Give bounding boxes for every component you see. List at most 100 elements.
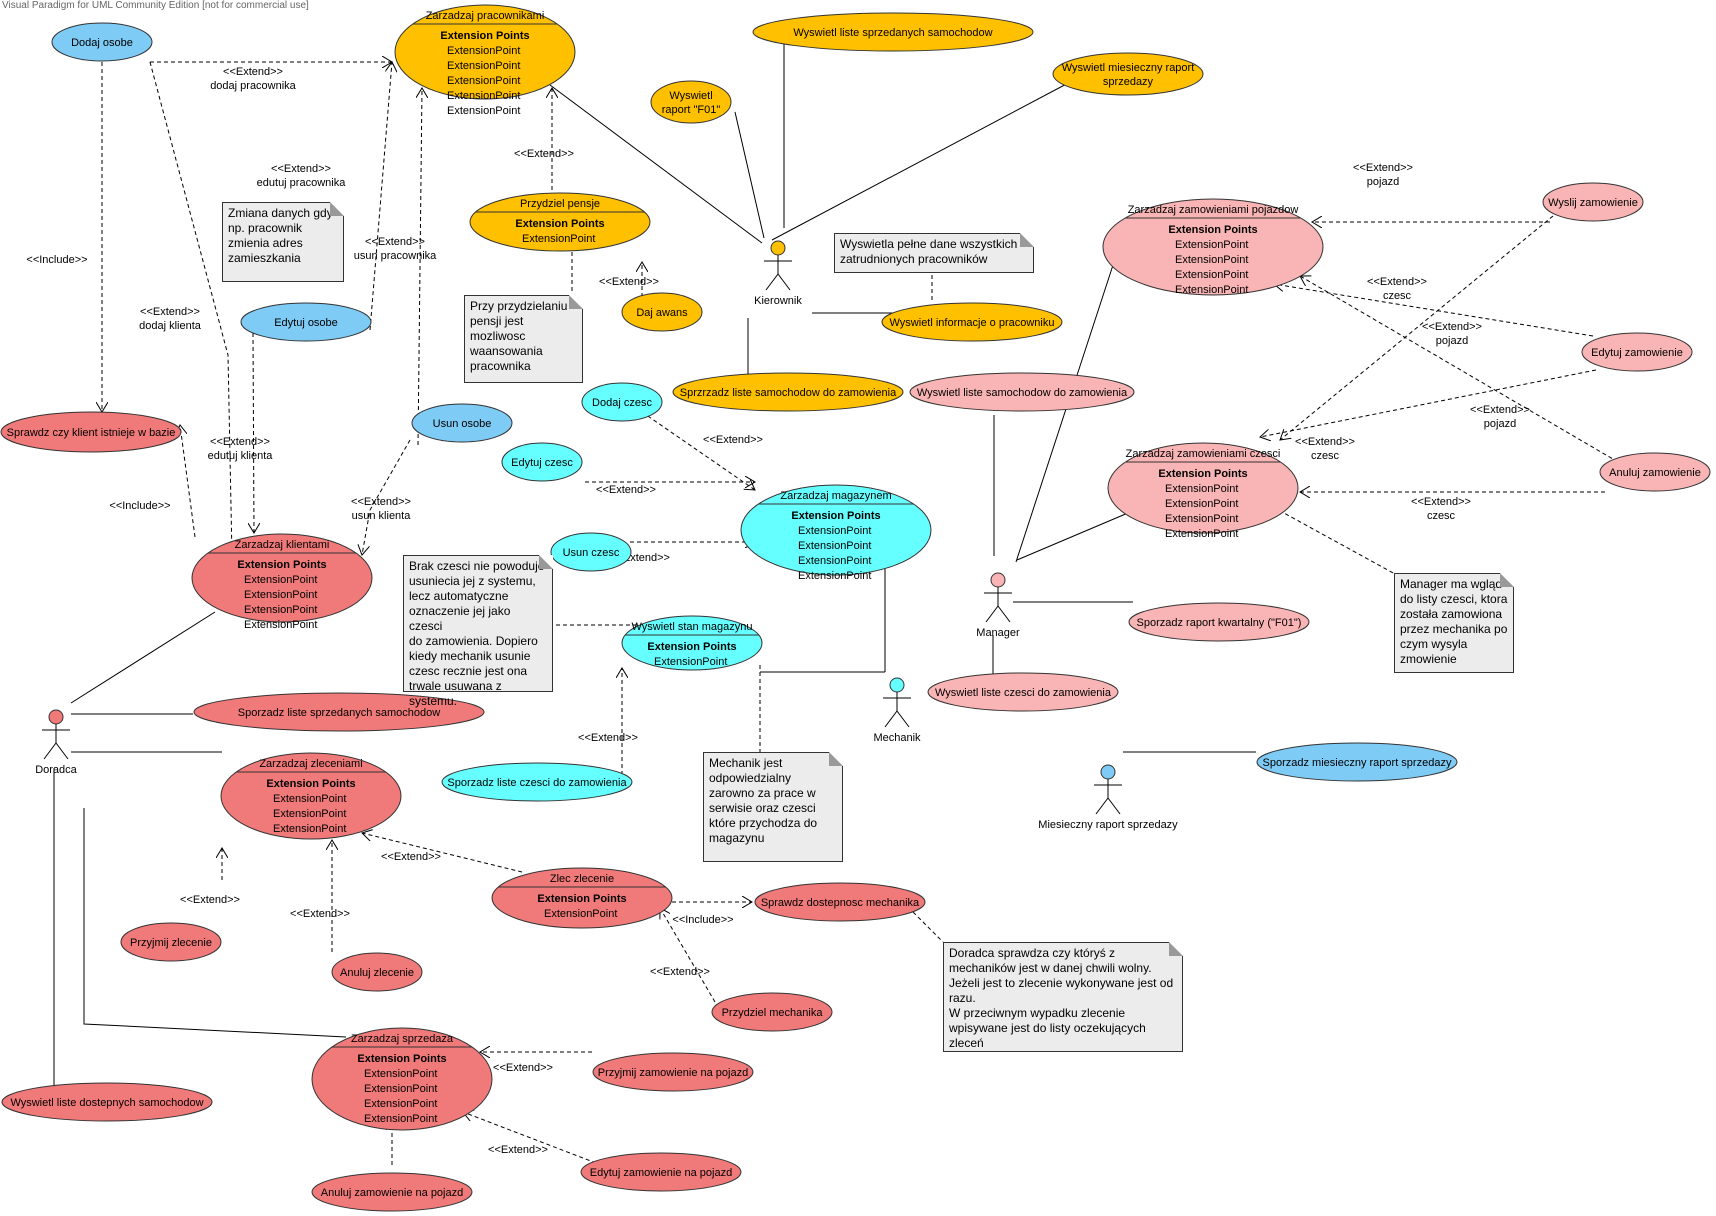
relationship-label: <<Include>> [26, 254, 87, 266]
actor-head [889, 677, 905, 693]
use-case-ellipse [0, 411, 182, 453]
use-case-label: Sporzadz liste sprzedanych samochodow [238, 707, 440, 719]
use-case-ellipse [592, 1052, 754, 1092]
extension-point: ExtensionPoint [654, 656, 727, 668]
note-n2: Przy przydzielaniu pensji jest mozliwosc… [464, 295, 583, 383]
use-case-title: Zarzadzaj magazynem [780, 490, 891, 502]
use-case-ellipse [1128, 602, 1310, 642]
use-case-sprawdz-mech[interactable]: Sprawdz dostepnosc mechanika [754, 882, 926, 922]
relationship-label: <<Extend>>pojazd [1422, 321, 1482, 347]
use-case-sporz-liste-sprz[interactable]: Sporzadz liste sprzedanych samochodow [193, 692, 485, 732]
use-case-label: Wyswietl liste sprzedanych samochodow [793, 27, 992, 39]
use-case-zarz-zam-poj[interactable]: Zarzadzaj zamowieniami pojazdowExtension… [1102, 198, 1324, 296]
use-case-label: Przyjmij zamowienie na pojazd [598, 1067, 748, 1079]
use-case-daj-awans[interactable]: Daj awans [621, 292, 703, 332]
extension-point: ExtensionPoint [1165, 483, 1238, 495]
actor-raport[interactable]: Miesieczny raport sprzedazy [1038, 764, 1178, 831]
actor-mechanik[interactable]: Mechanik [873, 677, 921, 744]
actor-kierownik[interactable]: Kierownik [754, 240, 802, 307]
extension-point: ExtensionPoint [273, 823, 346, 835]
use-case-ellipse [672, 372, 904, 412]
use-case-wyslij[interactable]: Wyslij zamowienie [1542, 182, 1644, 222]
use-case-sprawdz-klient[interactable]: Sprawdz czy klient istnieje w bazie [0, 411, 182, 453]
extension-point: ExtensionPoint [244, 574, 317, 586]
use-case-anuluj-zam-poj[interactable]: Anuluj zamowienie na pojazd [311, 1172, 473, 1212]
use-case-label: Sporzadz liste czesci do zamowienia [447, 777, 627, 789]
use-case-info-prac[interactable]: Wyswietl informacje o pracowniku [881, 302, 1063, 342]
extension-point: ExtensionPoint [1175, 269, 1248, 281]
extension-point: ExtensionPoint [364, 1068, 437, 1080]
use-case-mies-raport-sprz[interactable]: Sporzadz miesieczny raport sprzedazy [1256, 742, 1458, 782]
use-case-przyjmij-zlec[interactable]: Przyjmij zlecenie [120, 922, 222, 962]
relationship-label: <<Extend>> [381, 851, 441, 863]
extension-point: ExtensionPoint [244, 619, 317, 631]
use-case-ellipse [1107, 442, 1299, 534]
extension-point: ExtensionPoint [798, 540, 871, 552]
use-case-usun-osobe[interactable]: Usun osobe [411, 403, 513, 443]
use-case-dodaj-osobe[interactable]: Dodaj osobe [51, 22, 153, 62]
use-case-anuluj-zlec[interactable]: Anuluj zlecenie [331, 952, 423, 992]
use-case-liste-sam-zam[interactable]: Wyswietl liste samochodow do zamowienia [909, 372, 1135, 412]
use-case-title: Wyswietl stan magazynu [632, 621, 753, 633]
use-case-ellipse [311, 1027, 493, 1131]
relationship-arrow [418, 88, 422, 446]
use-case-label: Anuluj zamowienie [1609, 467, 1701, 479]
relationship-label: <<Extend>>dodaj pracownika [210, 66, 296, 92]
relationship-arrow [463, 1112, 597, 1164]
extension-point: ExtensionPoint [447, 105, 520, 117]
relationship-label: <<Extend>>pojazd [1353, 162, 1413, 188]
use-case-ellipse [1256, 742, 1458, 782]
use-case-ellipse [909, 372, 1135, 412]
use-case-edytuj-zam[interactable]: Edytuj zamowienie [1581, 332, 1693, 372]
use-case-anuluj-zam[interactable]: Anuluj zamowienie [1599, 452, 1711, 492]
use-case-edytuj-osobe[interactable]: Edytuj osobe [240, 302, 372, 342]
actor-head [770, 240, 786, 256]
use-case-ellipse [120, 922, 222, 962]
actor-name: Miesieczny raport sprzedazy [1038, 819, 1178, 831]
use-case-title: Przydziel pensje [520, 198, 600, 210]
relationship-label: <<Extend>> [180, 894, 240, 906]
use-case-liste-sprz[interactable]: Wyswietl liste sprzedanych samochodow [752, 12, 1034, 52]
association-line [70, 611, 216, 704]
use-case-usun-czesc[interactable]: Usun czesc [550, 532, 632, 572]
relationship-arrow [180, 425, 196, 538]
actor-doradca[interactable]: Doradca [35, 709, 78, 776]
use-case-sporz-liste-sam[interactable]: Sprzrzadz liste samochodow do zamowienia [672, 372, 904, 412]
use-case-edytuj-czesc[interactable]: Edytuj czesc [501, 442, 583, 482]
use-case-raport-kw[interactable]: Sporzadz raport kwartalny ("F01") [1128, 602, 1310, 642]
relationship-label: <<Extend>>edutuj pracownika [257, 163, 347, 189]
use-case-liste-czesci[interactable]: Wyswietl liste czesci do zamowienia [927, 672, 1119, 712]
relationship-label: <<Extend>>czesc [1367, 276, 1427, 302]
use-case-przydziel-mech[interactable]: Przydziel mechanika [711, 992, 833, 1032]
use-case-ellipse [1052, 52, 1204, 96]
association-line [549, 84, 763, 244]
use-case-ellipse [1542, 182, 1644, 222]
use-case-dostepne-sam[interactable]: Wyswietl liste dostepnych samochodow [1, 1082, 213, 1122]
use-case-title: Zarzadzaj zamowieniami pojazdow [1128, 204, 1299, 216]
use-case-edytuj-zam-poj[interactable]: Edytuj zamowienie na pojazd [580, 1152, 742, 1192]
actor-manager[interactable]: Manager [976, 572, 1020, 639]
use-case-label: Edytuj zamowienie [1591, 347, 1683, 359]
use-case-ellipse [441, 762, 633, 802]
use-case-dodaj-czesc[interactable]: Dodaj czesc [581, 382, 663, 422]
use-case-sporz-liste-czesci[interactable]: Sporzadz liste czesci do zamowienia [441, 762, 633, 802]
use-case-label: Wyswietl liste czesci do zamowienia [935, 687, 1112, 699]
use-case-przyjmij-zam[interactable]: Przyjmij zamowienie na pojazd [592, 1052, 754, 1092]
actor-body [1094, 779, 1122, 815]
extension-point: ExtensionPoint [447, 90, 520, 102]
use-case-ellipse [501, 442, 583, 482]
actor-name: Doradca [35, 764, 77, 776]
